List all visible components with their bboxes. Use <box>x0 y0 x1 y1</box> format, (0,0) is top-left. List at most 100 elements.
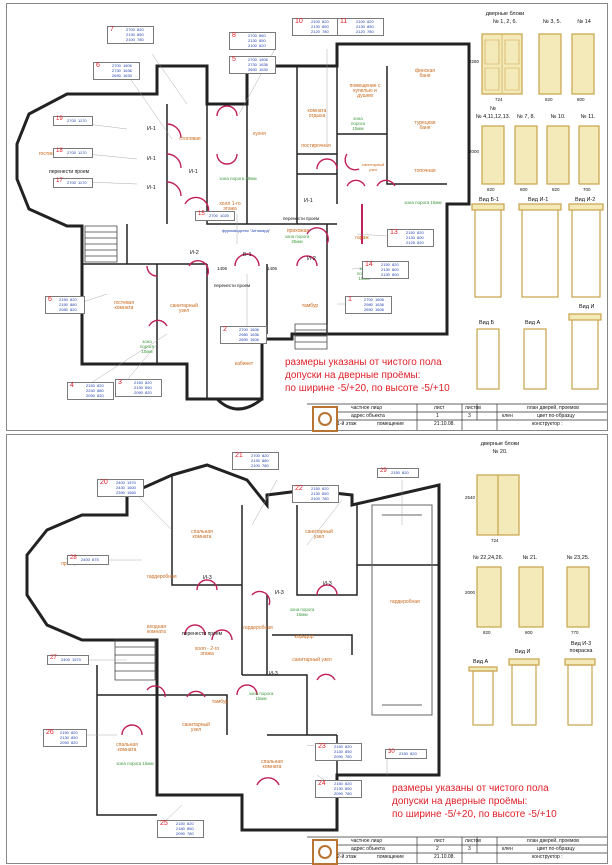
note-block: размеры указаны от чистого пола допуски … <box>285 356 475 395</box>
door-group-3: № 21. <box>522 555 538 561</box>
view-i3: Вид И-3 покраска <box>569 641 593 654</box>
tb-plan-title: план дверей, проемов <box>527 405 579 411</box>
door-group-7: № 11. <box>580 114 596 120</box>
room-pomeschenie: помещение с купелью и душем <box>349 83 381 99</box>
room-tambur: тамбур <box>301 303 319 309</box>
tb-sheet-num: 1 <box>436 413 439 419</box>
note-line: размеры указаны от чистого пола <box>285 357 442 368</box>
room-gostevaya: гостевая комната <box>113 300 135 311</box>
door-group-4-prefix: № <box>490 106 496 112</box>
room-komnata-otdyha: комната отдыха <box>307 108 327 119</box>
room-prihozhaya: прихожая <box>286 228 310 234</box>
door-width-6: 820 <box>552 187 560 192</box>
sheet-floor-2: световое пространство спальная комната г… <box>6 434 608 865</box>
door-width-3: 800 <box>525 630 533 635</box>
door-width-7: 700 <box>583 187 591 192</box>
door-label-i1: И-1 <box>304 198 313 204</box>
door-width-2: 820 <box>483 630 491 635</box>
door-width-1: 724 <box>491 538 499 543</box>
door-group-1: № 1, 2, 6. <box>492 19 518 25</box>
room-spalnya-3: спальная комната <box>261 759 283 770</box>
door-label-i3: И-3 <box>275 590 284 596</box>
tb-room: помещение <box>377 854 404 860</box>
tb-room: помещение <box>377 421 404 427</box>
view-i1: Вид И-1 <box>528 197 549 203</box>
floor-2-plan <box>25 463 607 863</box>
view-b: Вид Б <box>479 320 495 326</box>
view-a: Вид А <box>525 320 541 326</box>
room-gostinaya: гостиная <box>38 151 60 157</box>
threshold-2: зона порога 15мм <box>351 116 365 131</box>
dim-1406-b: 1406 <box>267 266 278 271</box>
tb-sheet-label: лист <box>434 405 445 411</box>
room-garazh: гараж <box>355 235 369 241</box>
door-width-4: 770 <box>571 630 579 635</box>
tb-sheet-num: 2 <box>436 846 439 852</box>
room-sanuzel-3: санитарный узел <box>182 722 210 733</box>
note-line: размеры указаны от чистого пола <box>392 783 549 794</box>
door-label-i3: И-3 <box>323 581 332 587</box>
view-a: Вид А <box>473 659 489 665</box>
door-label-i1: И-1 <box>189 169 198 175</box>
door-width-3: 800 <box>577 97 585 102</box>
label-formovoda: фурмоводство "Антикард" <box>221 228 271 233</box>
note-line: допуски на дверные проёмы: <box>392 796 528 807</box>
room-spalnya-1: спальная комната <box>191 529 213 540</box>
company-logo <box>312 406 338 432</box>
tb-material: клен <box>502 413 513 419</box>
door-width-4: 820 <box>487 187 495 192</box>
door-group-6: № 10. <box>550 114 566 120</box>
door-height-1: 2280 <box>469 59 480 64</box>
threshold-5: зона порога 15мм <box>140 339 154 354</box>
threshold-3: зона порога 15мм <box>404 200 442 205</box>
room-tambur: тамбур <box>211 699 229 705</box>
tb-floor: 1-й этаж <box>337 421 357 427</box>
tb-floor: 2-й этаж <box>337 854 357 860</box>
door-label-b1: Б-1 <box>243 252 252 258</box>
door-width-5: 800 <box>520 187 528 192</box>
tb-material: клен <box>502 846 513 852</box>
door-blocks-title: дверные блоки <box>485 11 525 17</box>
room-sanuzel: санитарный узел <box>362 162 385 172</box>
view-i: Вид И <box>515 649 531 655</box>
door-height-2: 2000 <box>465 590 476 595</box>
door-width-1: 724 <box>495 97 503 102</box>
tb-designer: конструктор : <box>532 854 563 860</box>
note-block: размеры указаны от чистого пола допуски … <box>392 782 607 821</box>
tb-address: адрес объекта <box>351 846 385 852</box>
room-holl: холл 1-го этажа <box>219 201 241 212</box>
tb-sheets-label: листов <box>465 838 481 844</box>
door-label-i2: И-2 <box>190 250 199 256</box>
threshold-1: зона порога 15мм <box>289 607 315 617</box>
tb-address: адрес объекта <box>351 413 385 419</box>
door-group-2: № 22,24,26. <box>472 555 504 561</box>
note-line: по ширине -5/+20, по высоте -5/+10 <box>392 809 557 820</box>
label-perenesti-1: перенести проем <box>49 169 90 175</box>
door-label-i3: И-3 <box>203 575 212 581</box>
floor-1-plan <box>15 33 607 430</box>
view-i: Вид И <box>579 304 595 310</box>
threshold-1: зона порога 25мм <box>219 176 257 181</box>
label-perenesti-2: перенести проем <box>283 216 320 221</box>
door-blocks-title: дверные блоки <box>480 441 520 447</box>
view-i2: Вид И-2 <box>575 197 596 203</box>
